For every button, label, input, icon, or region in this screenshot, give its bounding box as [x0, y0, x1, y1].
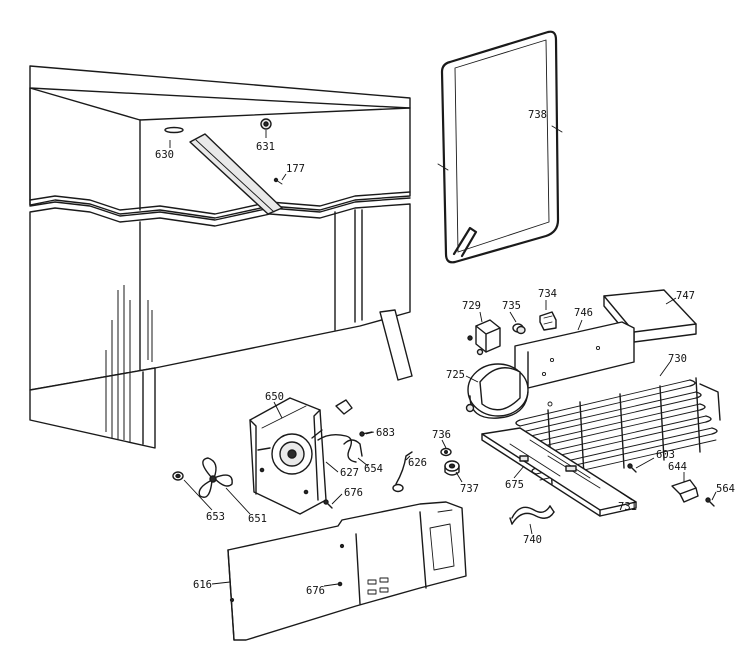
label-676-upper: 676	[344, 487, 363, 499]
grommet-736	[440, 447, 452, 457]
label-731: 731	[618, 501, 637, 513]
wire-harness-627	[317, 399, 357, 463]
screw-683	[359, 431, 373, 437]
screw-676	[323, 499, 333, 509]
label-730: 730	[668, 353, 687, 365]
door-gasket-738	[437, 30, 563, 264]
condenser-coil-730	[515, 377, 721, 485]
relay-729	[467, 319, 501, 356]
label-675: 675	[505, 479, 524, 491]
bracket-644	[671, 479, 699, 503]
label-738: 738	[528, 109, 547, 121]
refrigerator-cabinet	[29, 65, 413, 449]
label-740: 740	[523, 534, 542, 546]
clip-740	[509, 505, 555, 525]
label-736: 736	[432, 429, 451, 441]
screw-564	[705, 497, 715, 507]
label-626: 626	[408, 457, 427, 469]
label-654: 654	[364, 463, 383, 475]
access-panel-616	[227, 501, 467, 641]
label-735: 735	[502, 300, 521, 312]
label-644: 644	[668, 461, 687, 473]
part-734	[539, 311, 557, 331]
thermal-part-626	[392, 451, 413, 493]
630-part	[164, 126, 184, 134]
fan-blade-651	[198, 457, 233, 498]
cap-735	[512, 323, 526, 335]
label-631: 631	[256, 141, 275, 153]
compressor-725	[465, 363, 529, 419]
bushing-737	[444, 460, 460, 476]
label-603: 603	[656, 449, 675, 461]
label-725: 725	[446, 369, 465, 381]
screw-603	[627, 463, 637, 473]
label-177: 177	[286, 163, 305, 175]
label-746: 746	[574, 307, 593, 319]
label-651: 651	[248, 513, 267, 525]
label-747: 747	[676, 290, 695, 302]
label-737: 737	[460, 483, 479, 495]
callout-labels: 630 631 177 738 729 735 734 746 747 725 …	[155, 109, 735, 597]
label-734: 734	[538, 288, 557, 300]
label-729: 729	[462, 300, 481, 312]
fan-motor-650	[249, 397, 327, 515]
base-pan-675	[481, 427, 637, 517]
label-616: 616	[193, 579, 212, 591]
label-653: 653	[206, 511, 225, 523]
label-650: 650	[265, 391, 284, 403]
label-564: 564	[716, 483, 735, 495]
bracket-747	[603, 289, 697, 343]
label-676-lower: 676	[306, 585, 325, 597]
label-683: 683	[376, 427, 395, 439]
nut-653	[172, 471, 184, 481]
plate-746	[514, 321, 635, 389]
label-630: 630	[155, 149, 174, 161]
part-654	[343, 439, 363, 457]
label-627: 627	[340, 467, 359, 479]
